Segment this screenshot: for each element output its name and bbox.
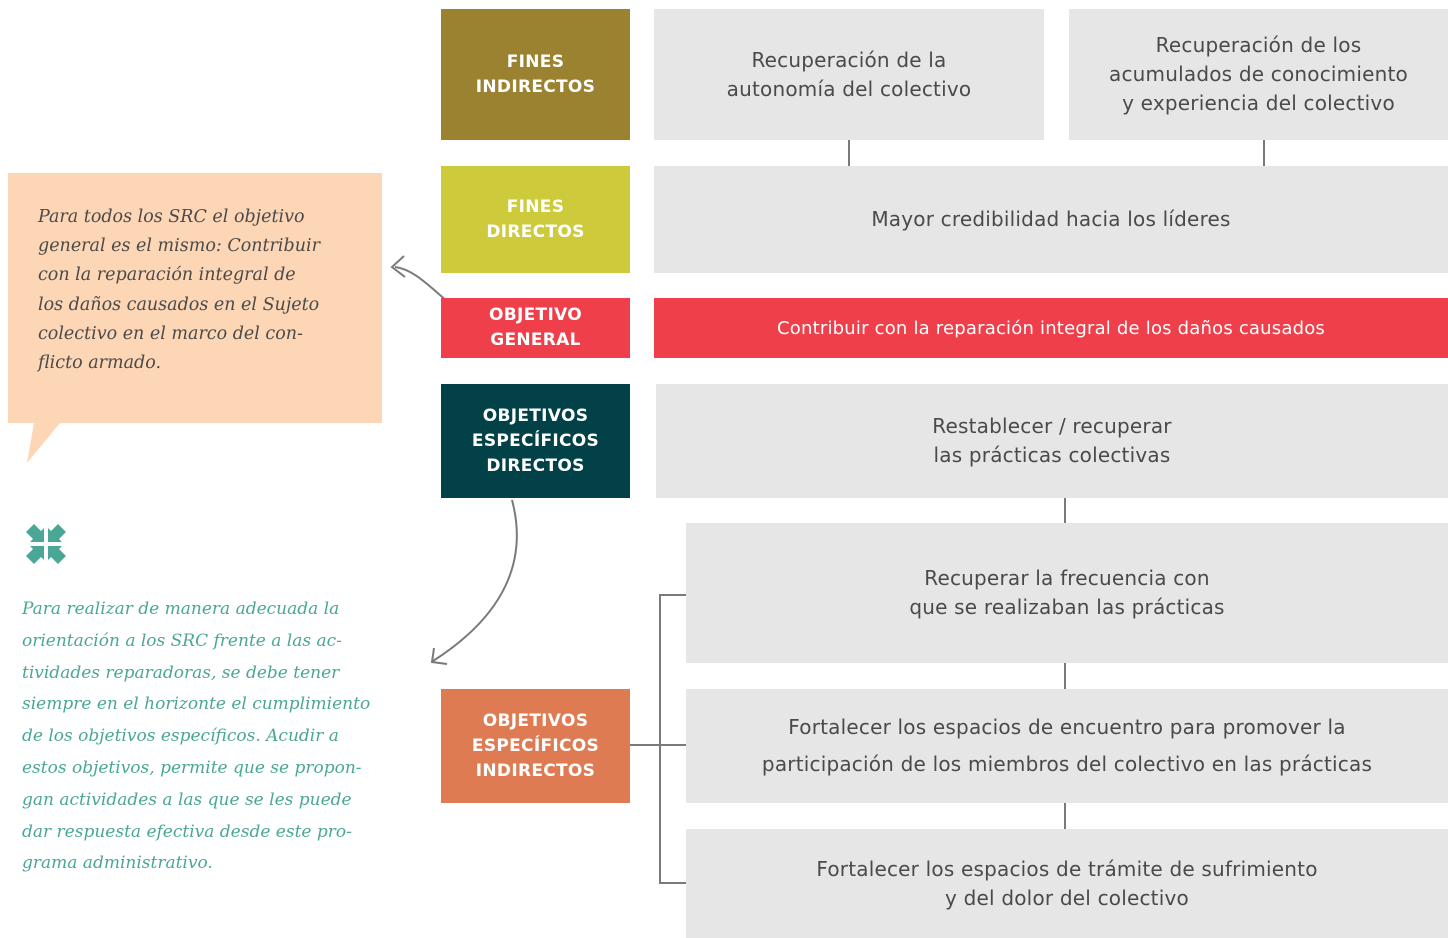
compress-arrows-icon — [26, 524, 66, 564]
box-objetivo-general: Contribuir con la reparación integral de… — [654, 298, 1448, 358]
label-objetivos-especificos-directos: OBJETIVOS ESPECÍFICOS DIRECTOS — [441, 384, 630, 498]
box-fin-indirecto-acumulados: Recuperación de los acumulados de conoci… — [1069, 9, 1448, 140]
box-especifico-indirecto-frecuencia: Recuperar la frecuencia con que se reali… — [686, 523, 1448, 663]
arrowhead-guidance — [430, 647, 448, 665]
callout-bubble — [8, 173, 382, 463]
label-objetivo-general: OBJETIVO GENERAL — [441, 298, 630, 358]
box-fin-indirecto-autonomia: Recuperación de la autonomía del colecti… — [654, 9, 1044, 140]
box-fin-directo: Mayor credibilidad hacia los líderes — [654, 166, 1448, 273]
callout-text: Para todos los SRC el objetivo general e… — [38, 207, 320, 374]
label-objetivos-especificos-indirectos: OBJETIVOS ESPECÍFICOS INDIRECTOS — [441, 689, 630, 803]
guidance-text: Para realizar de manera adecuada la orie… — [22, 599, 371, 874]
bracket-especificos-indirectos — [659, 594, 686, 884]
label-fines-indirectos: FINES INDIRECTOS — [441, 9, 630, 140]
box-especifico-indirecto-espacios-encuentro: Fortalecer los espacios de encuentro par… — [686, 689, 1448, 803]
box-especifico-indirecto-sufrimiento: Fortalecer los espacios de trámite de su… — [686, 829, 1448, 938]
arrow-to-guidance — [432, 499, 518, 662]
box-especifico-directo: Restablecer / recuperar las prácticas co… — [656, 384, 1448, 498]
arrowhead-callout — [390, 255, 406, 278]
label-fines-directos: FINES DIRECTOS — [441, 166, 630, 273]
